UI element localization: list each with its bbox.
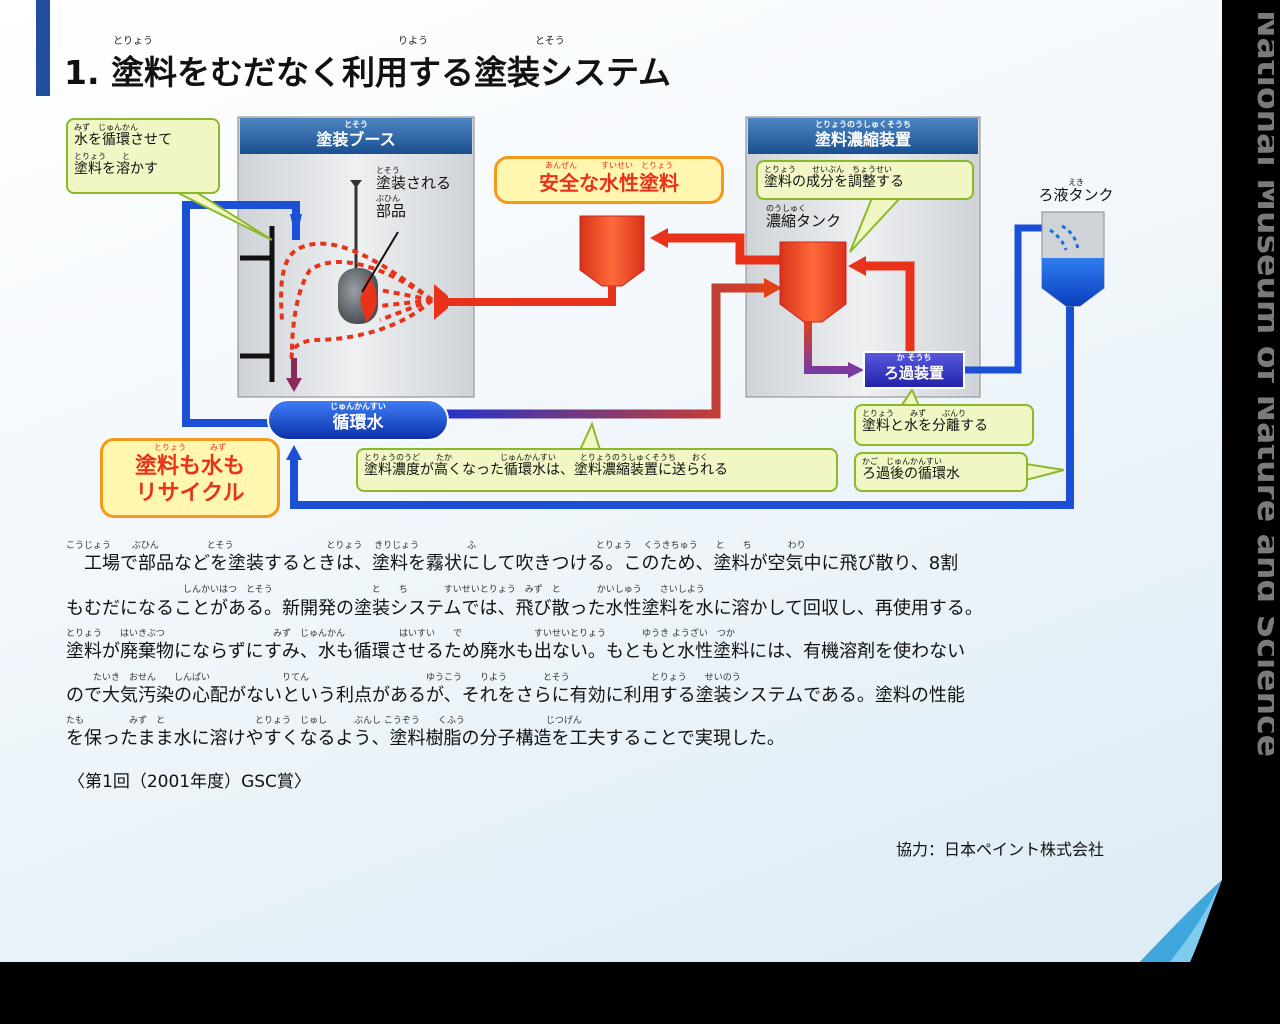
title-accent-bar	[36, 0, 50, 96]
safe-water-paint-label: あんぜん すいせい とりょう 安全な水性塗料	[494, 156, 724, 204]
pipe-return	[290, 300, 1074, 509]
circulation-water-pill	[267, 399, 449, 441]
callout-separate: とりょう みず ぶんり塗料と水を分離する	[854, 404, 1034, 446]
booth-header: とそう塗装ブース	[240, 118, 472, 154]
paragraph-line-1: 工場で部品などを塗装するときは、塗料を霧状にして吹きつける。このため、塗料が空気…	[66, 553, 959, 574]
callout-sent-to-concentrator: とりょうのうど たか じゅんかんすい とりょうのうしゅくそうち おく塗料濃度が高…	[356, 448, 838, 492]
paragraph-line-4: ので大気汚染の心配がないという利点があるが、それをさらに有効に利用する塗装システ…	[66, 685, 965, 706]
paint-tank	[579, 215, 645, 287]
paragraph-line-2: もむだになることがある。新開発の塗装システムでは、飛び散った水性塗料を水に溶かし…	[66, 598, 983, 619]
pipe-to-concentrator	[440, 283, 770, 419]
page-title: 1. 塗料をむだなく利用する塗装システム	[64, 53, 671, 92]
pipe-to-paint	[662, 233, 780, 265]
filter-device-label: か そうち ろ過装置	[883, 353, 944, 382]
filter-device-box	[863, 351, 965, 389]
spray-pattern	[279, 241, 434, 361]
paragraph-ruby-3: とりょう はいきぶつ みず じゅんかん はいすい で すいせいとりょう ゆうき …	[66, 629, 735, 639]
page-curl-graphic	[1140, 860, 1280, 970]
recycle-label: とりょう みず 塗料も水も リサイクル	[100, 438, 280, 518]
pipe-filtrate	[960, 224, 1042, 374]
paragraph-ruby-5: たも みず と とりょう じゅし ぶんし こうぞう くふう じつげん	[66, 716, 582, 726]
title-ruby-1: とりょう	[113, 36, 153, 47]
concentrator-header: とりょうのうしゅくそうち塗料濃縮装置	[748, 118, 978, 154]
paragraph-ruby-2: しんかいはつ とそう と ち すいせいとりょう みず と かいしゅう さいしよう	[66, 585, 705, 595]
title-ruby-2: りよう	[398, 36, 428, 47]
circulation-water-label: じゅんかんすい 循環水	[330, 402, 386, 433]
paragraph-ruby-1: こうじょう ぶひん とそう とりょう きりじょう ふ とりょう くうきちゅう と…	[66, 541, 806, 551]
callout-adjust-components: とりょう せいぶん ちょうせい塗料の成分を調整する	[756, 160, 974, 200]
paragraph-line-5: を保ったまま水に溶けやすくなるよう、塗料樹脂の分子構造を工夫することで実現した。	[66, 728, 785, 749]
concentration-tank	[779, 241, 847, 323]
paragraph-ruby-4: たいき おせん しんぱい りてん ゆうこう りよう とそう とりょう せいのう	[66, 673, 741, 683]
callout-water-circulation: みず じゅんかん水を循環させて とりょう と塗料を溶かす	[66, 118, 220, 194]
title-ruby-3: とそう	[535, 36, 565, 47]
spray-nozzle	[434, 284, 448, 320]
concentration-tank-label: のうしゅく 濃縮タンク	[766, 204, 842, 230]
pipe-to-filter	[804, 320, 852, 374]
part-label: とそう 塗装される ぶひん 部品	[376, 166, 452, 220]
paragraph-line-3: 塗料が廃棄物にならずにすみ、水も循環させるため廃水も出ない。もともと水性塗料には…	[66, 641, 966, 662]
award-label: 〈第1回（2001年度）GSC賞〉	[68, 772, 311, 792]
filtrate-tank-label: えき ろ液タンク	[1038, 178, 1114, 204]
credit-label: 協力：日本ペイント株式会社	[896, 840, 1105, 859]
callout-after-filter: かご じゅんかんすいろ過後の循環水	[854, 452, 1028, 492]
